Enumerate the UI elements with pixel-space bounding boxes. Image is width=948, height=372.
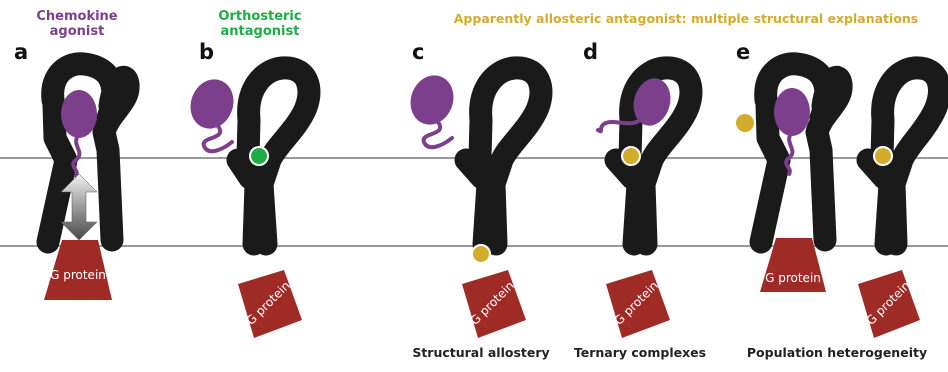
caption-structural-allostery: Structural allostery [406,346,556,360]
header-chemokine-agonist: Chemokine agonist [22,10,132,40]
panel-a-receptor [48,64,128,242]
panel-c-allosteric-antagonist-icon [472,245,490,263]
panel-b-receptor [238,68,309,244]
panel-b-orthosteric-antagonist-icon [250,147,268,165]
panel-label-d: d [583,40,598,64]
panel-c-chemokine-icon [404,69,461,147]
header-allosteric-antagonist: Apparently allosteric antagonist: multip… [432,12,940,26]
panel-label-c: c [412,40,424,64]
caption-ternary-complexes: Ternary complexes [570,346,710,360]
header-orthosteric-antagonist: Orthosteric antagonist [208,10,312,40]
panel-a-g-protein-label: G protein [50,268,106,282]
panel-d-allosteric-antagonist-icon [622,147,640,165]
panel-e-active-receptor [761,64,841,242]
panel-label-b: b [199,40,214,64]
caption-population-heterogeneity: Population heterogeneity [732,346,942,360]
panel-e-allosteric-antagonist-free-icon [736,114,754,132]
panel-e-g-protein-upright-label: G protein [765,271,821,285]
panel-b-chemokine-icon [184,73,241,151]
panel-e-allosteric-antagonist-bound-icon [874,147,892,165]
panel-label-e: e [736,40,750,64]
panel-c-receptor [466,68,541,244]
panel-label-a: a [14,40,28,64]
